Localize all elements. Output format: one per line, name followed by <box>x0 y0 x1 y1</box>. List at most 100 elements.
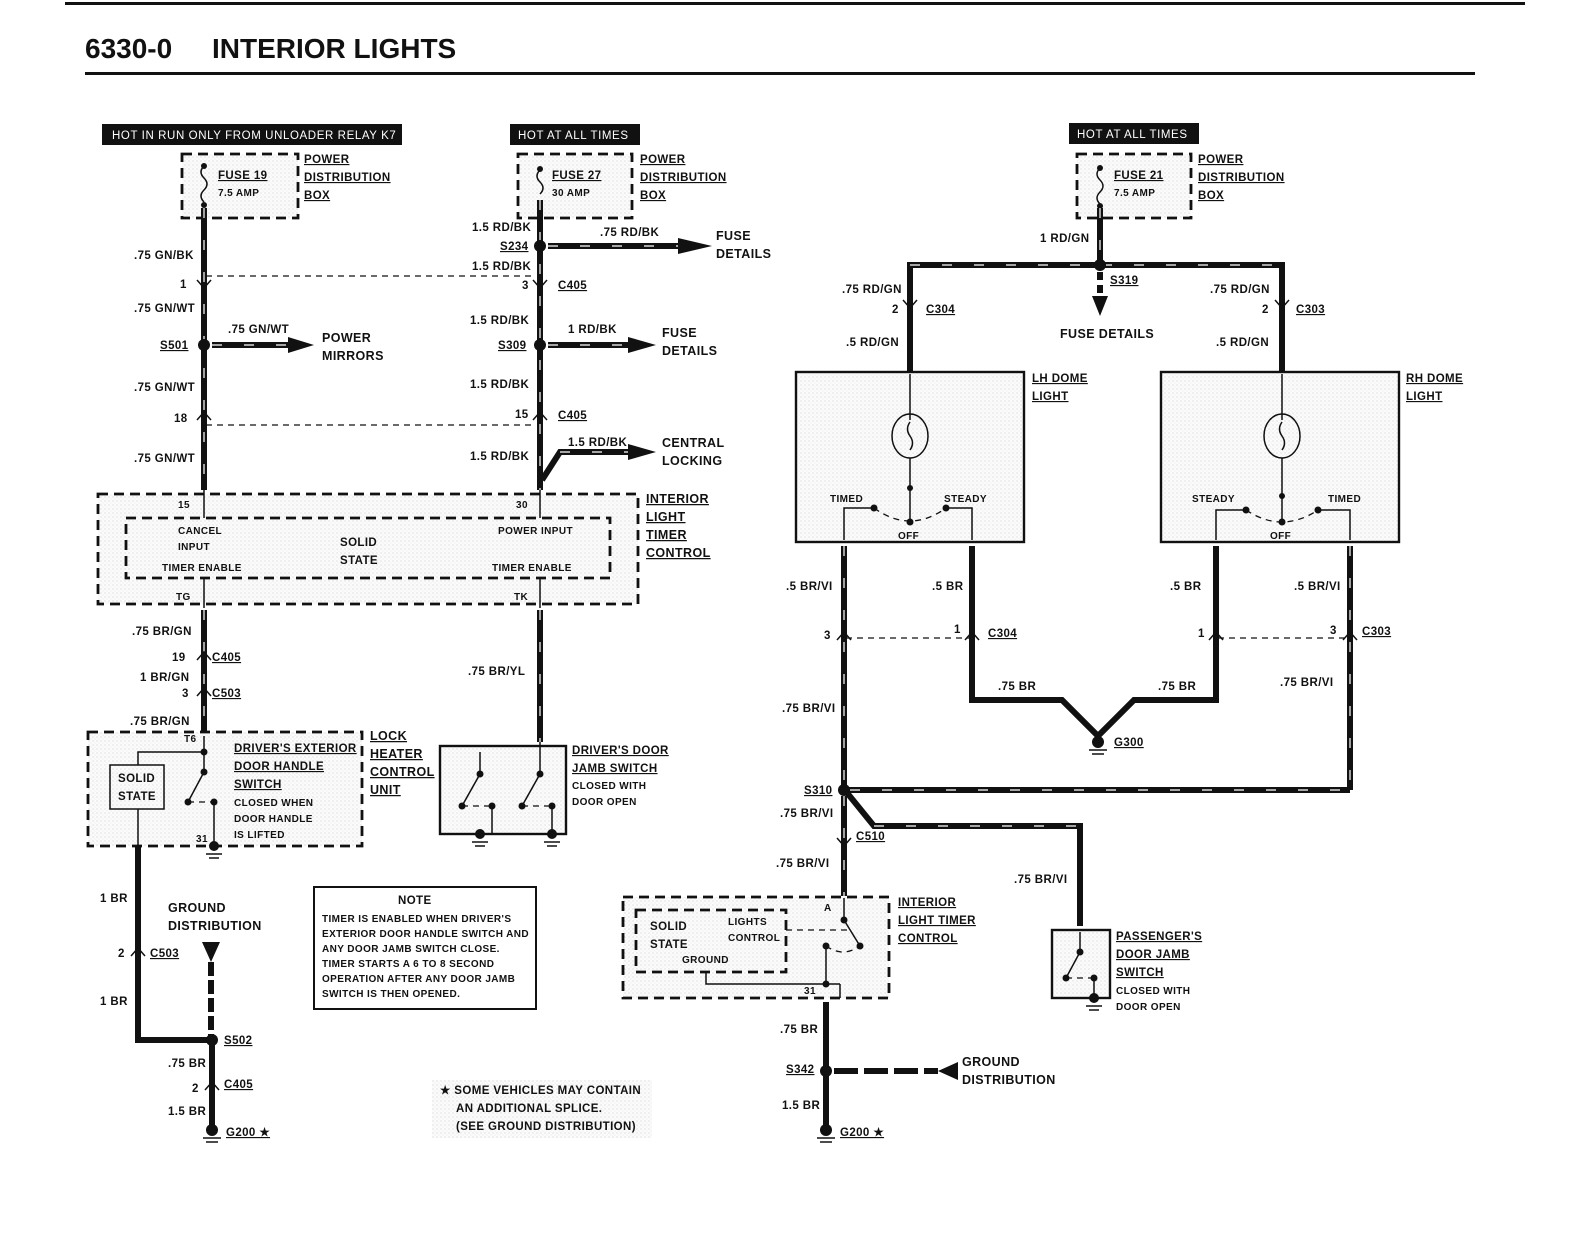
power-source-fuse-19: HOT IN RUN ONLY FROM UNLOADER RELAY K7 F… <box>102 124 402 220</box>
lock-heater-control-unit <box>86 730 364 859</box>
wire-label: .75 RD/GN <box>1210 284 1270 296</box>
component-note: DOOR OPEN <box>1116 1002 1181 1013</box>
ground-label: G200 ★ <box>840 1126 884 1139</box>
wire-label: .75 BR/GN <box>132 626 192 638</box>
switch-position-label: OFF <box>1270 531 1291 542</box>
splice-label: S309 <box>498 340 526 352</box>
wire-label: .75 GN/WT <box>134 382 195 394</box>
pin-label: 2 <box>118 948 125 960</box>
fuse-rating: 7.5 AMP <box>218 188 259 199</box>
ground-label: G300 <box>1114 737 1144 749</box>
component-label: DOOR HANDLE <box>234 761 324 773</box>
pin-label: A <box>824 903 832 914</box>
component-label: HEATER <box>370 747 423 761</box>
destination-label: GROUND <box>168 901 226 915</box>
ground-icon <box>209 841 219 851</box>
pin-label: 3 <box>182 688 189 700</box>
wire-label: .75 GN/WT <box>228 324 289 336</box>
box-label: BOX <box>304 190 330 202</box>
module-label: SOLID <box>340 537 377 549</box>
component-label: LIGHT <box>646 510 686 524</box>
component-note: DOOR OPEN <box>572 797 637 808</box>
page-title: INTERIOR LIGHTS <box>212 33 456 64</box>
note-box: NOTE TIMER IS ENABLED WHEN DRIVER'S EXTE… <box>313 886 537 1010</box>
pin-label: 1 <box>954 624 961 636</box>
box-label: DISTRIBUTION <box>304 172 391 184</box>
wire-label: .75 BR <box>168 1058 206 1070</box>
connector-label: C405 <box>224 1079 253 1091</box>
fuse-label: FUSE 19 <box>218 170 267 182</box>
wire-label: .5 RD/GN <box>1216 337 1269 349</box>
arrow-icon <box>288 337 314 353</box>
component-note: DOOR HANDLE <box>234 814 313 825</box>
splice-s234 <box>534 240 546 252</box>
wire-label: .5 BR/VI <box>1294 581 1341 593</box>
component-note: IS LIFTED <box>234 830 285 841</box>
terminal-label: INPUT <box>178 542 210 553</box>
ground-icon <box>820 1124 832 1136</box>
switch-position-label: TIMED <box>830 494 863 505</box>
wire-label: .75 BR/VI <box>1280 677 1333 689</box>
component-note: CLOSED WHEN <box>234 798 313 809</box>
terminal-label: TIMER ENABLE <box>492 563 572 574</box>
wire-label: .75 RD/BK <box>600 227 659 239</box>
power-source-fuse-21: HOT AT ALL TIMES FUSE 21 7.5 AMP POWER D… <box>1069 123 1285 220</box>
wire-label: .75 GN/BK <box>134 250 194 262</box>
wire-label: .75 BR/VI <box>780 808 833 820</box>
component-label: INTERIOR <box>646 492 709 506</box>
power-band-label: HOT IN RUN ONLY FROM UNLOADER RELAY K7 <box>112 130 396 142</box>
section-number: 6330-0 <box>85 33 172 64</box>
footnote-line: ★ SOME VEHICLES MAY CONTAIN <box>440 1084 641 1097</box>
ground-icon <box>1092 736 1104 748</box>
interior-light-timer-control-lower <box>621 895 891 1000</box>
pin-label: 19 <box>172 652 186 664</box>
connector-label: C405 <box>558 410 587 422</box>
destination-label: MIRRORS <box>322 349 384 363</box>
destination-label: DISTRIBUTION <box>962 1073 1056 1087</box>
right-feed-run <box>902 208 1290 372</box>
component-label: SWITCH <box>1116 967 1164 979</box>
dome-output-wires <box>836 546 1358 796</box>
wire-label: .75 BR/VI <box>776 858 829 870</box>
pin-label: 18 <box>174 413 188 425</box>
footnote-line: AN ADDITIONAL SPLICE. <box>456 1103 602 1115</box>
box-label: POWER <box>304 154 350 166</box>
left-lower-wire-run <box>196 610 543 742</box>
destination-label: DETAILS <box>716 247 771 261</box>
switch-position-label: TIMED <box>1328 494 1361 505</box>
pin-label: 30 <box>516 500 528 511</box>
switch-position-label: OFF <box>898 531 919 542</box>
wire-label: .75 BR/YL <box>468 666 525 678</box>
note-line: OPERATION AFTER ANY DOOR JAMB <box>322 974 515 985</box>
power-band-label: HOT AT ALL TIMES <box>518 130 629 142</box>
switch-position-label: STEADY <box>1192 494 1235 505</box>
arrow-icon <box>678 238 712 254</box>
fuse-rating: 30 AMP <box>552 188 590 199</box>
title-rule <box>85 72 1475 75</box>
fuse-label: FUSE 21 <box>1114 170 1164 182</box>
interior-light-timer-control <box>96 490 640 608</box>
wire-label: .5 BR <box>1170 581 1202 593</box>
wire-label: 1.5 RD/BK <box>470 379 529 391</box>
component-label: PASSENGER'S <box>1116 931 1202 943</box>
pin-label: 1 <box>180 279 187 291</box>
box-label: DISTRIBUTION <box>1198 172 1285 184</box>
s310-lower-run <box>836 792 1083 926</box>
wire-label: 1.5 RD/BK <box>472 261 531 273</box>
pin-label: 15 <box>515 409 529 421</box>
right-ground-run <box>817 1002 958 1143</box>
power-source-fuse-27: HOT AT ALL TIMES FUSE 27 30 AMP POWER DI… <box>510 124 726 220</box>
note-line: ANY DOOR JAMB SWITCH CLOSE. <box>322 944 500 955</box>
fuse-rating: 7.5 AMP <box>1114 188 1155 199</box>
left-wire-run <box>196 208 534 490</box>
ground-icon <box>1089 993 1099 1003</box>
destination-label: FUSE <box>662 326 697 340</box>
splice-s501 <box>198 339 210 351</box>
connector-label: C405 <box>212 652 241 664</box>
component-label: CONTROL <box>370 765 435 779</box>
pin-label: 15 <box>178 500 190 511</box>
splice-s309 <box>534 339 546 351</box>
fuse-icon <box>1096 167 1104 205</box>
box-label: BOX <box>1198 190 1224 202</box>
pin-label: 31 <box>196 834 208 845</box>
